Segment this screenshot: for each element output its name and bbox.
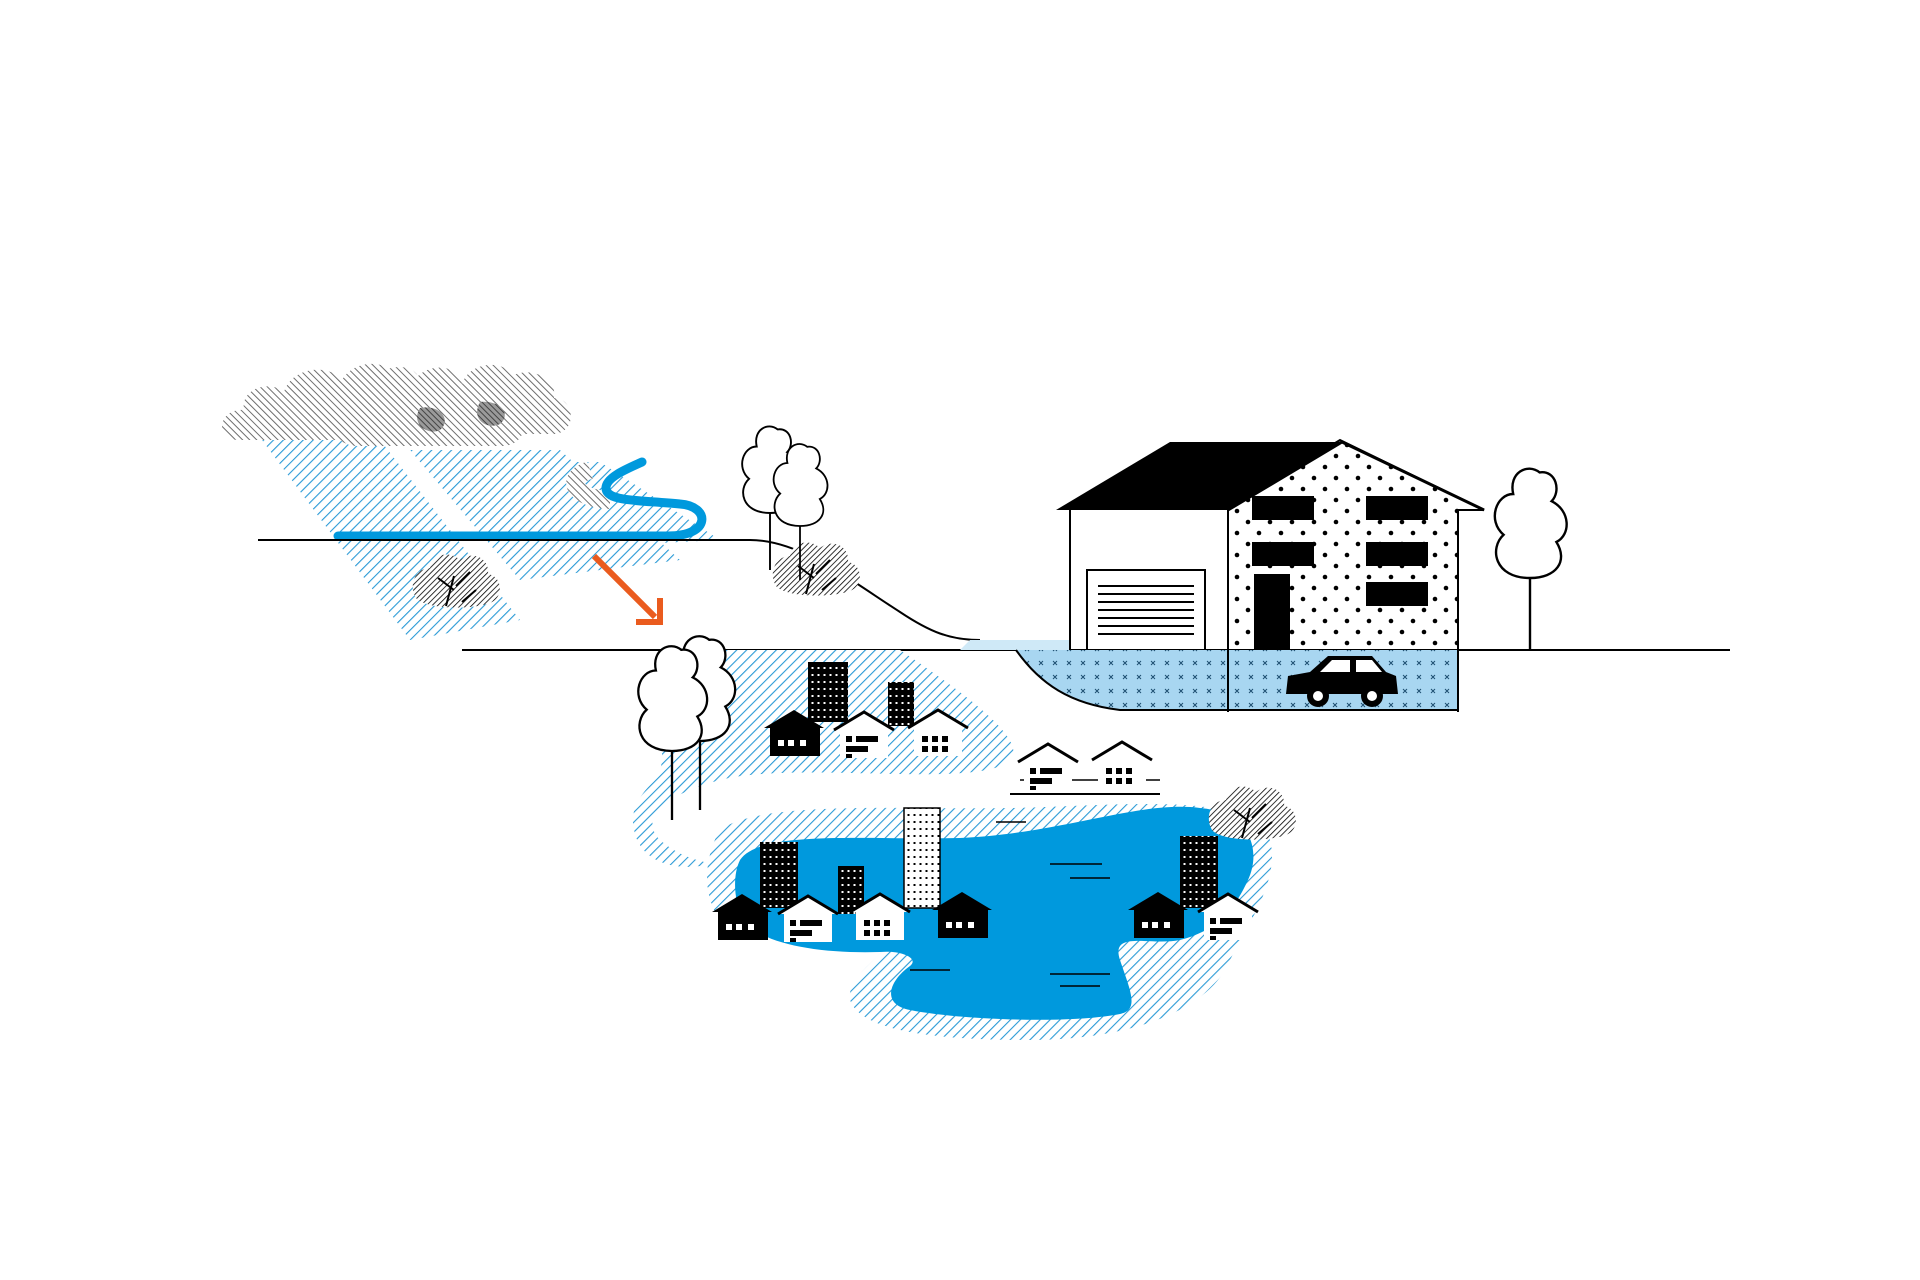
house-with-garage: [1056, 438, 1485, 651]
shrub-icon: [771, 541, 861, 597]
shrub-icon: [1207, 785, 1297, 841]
house-icon: [1090, 740, 1154, 790]
rain-cloud-icon: [222, 363, 571, 446]
house-icon: [1016, 742, 1080, 792]
window: [1252, 496, 1428, 606]
apartment-building-icon: [760, 842, 798, 908]
tree-icon: [1493, 467, 1568, 652]
front-door: [1254, 574, 1290, 650]
apartment-building-icon: [1180, 836, 1218, 908]
river-stream: [333, 457, 707, 541]
apartment-building-icon: [903, 807, 941, 909]
apartment-building-icon: [808, 662, 848, 722]
garage-door: [1098, 585, 1194, 635]
car-icon: [1286, 656, 1398, 707]
flooded-basement: [1015, 649, 1459, 712]
apartment-building-icon: [888, 682, 914, 726]
flow-direction-arrow: [591, 553, 663, 625]
